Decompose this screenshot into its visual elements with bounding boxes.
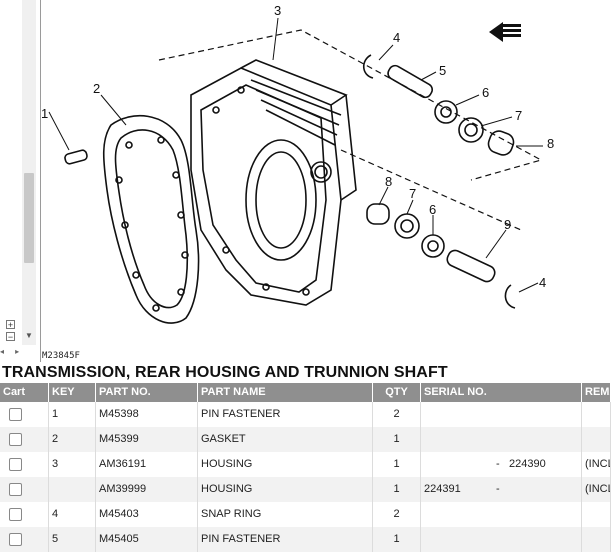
add-to-cart-checkbox[interactable]: [9, 507, 22, 521]
tree-collapse-icon[interactable]: −: [6, 332, 15, 342]
cart-cell: [0, 477, 49, 502]
callout-1: 1: [41, 106, 48, 121]
key-cell: 2: [49, 427, 96, 452]
horizontal-scroll-arrows-icon[interactable]: ◂ ▸: [0, 347, 20, 356]
callout-7-bottom: 7: [409, 186, 416, 201]
callout-4-top: 4: [393, 30, 400, 45]
serial-cell: [421, 527, 582, 552]
cart-cell: [0, 452, 49, 477]
callout-5: 5: [439, 63, 446, 78]
part-no-cell[interactable]: AM39999: [96, 477, 198, 502]
tree-panel: ▼ + − ◂ ▸: [0, 0, 41, 362]
add-to-cart-checkbox[interactable]: [9, 482, 22, 496]
table-row: 1 M45398 PIN FASTENER 2: [0, 402, 611, 427]
qty-cell: 1: [373, 452, 421, 477]
header-remarks[interactable]: REMA: [582, 383, 611, 402]
table-row: AM39999 HOUSING 1 224391 - (INCL: [0, 477, 611, 502]
add-to-cart-checkbox[interactable]: [9, 457, 22, 471]
table-row: 2 M45399 GASKET 1: [0, 427, 611, 452]
serial-cell: - 224390: [421, 452, 582, 477]
header-serial-no[interactable]: SERIAL NO.: [421, 383, 582, 402]
qty-cell: 1: [373, 427, 421, 452]
part-no-cell[interactable]: AM36191: [96, 452, 198, 477]
header-cart[interactable]: Cart: [0, 383, 49, 402]
remarks-cell: [582, 502, 611, 527]
callout-2: 2: [93, 81, 100, 96]
table-header: Cart KEY PART NO. PART NAME QTY SERIAL N…: [0, 383, 611, 402]
cart-cell: [0, 402, 49, 427]
serial-cell: [421, 427, 582, 452]
callout-3: 3: [274, 3, 281, 18]
serial-cell: 224391 -: [421, 477, 582, 502]
key-cell: 1: [49, 402, 96, 427]
scrollbar-thumb[interactable]: [24, 173, 34, 263]
serial-dash: -: [496, 483, 500, 495]
add-to-cart-checkbox[interactable]: [9, 432, 22, 446]
key-cell: 5: [49, 527, 96, 552]
callout-6-bottom: 6: [429, 202, 436, 217]
header-part-name[interactable]: PART NAME: [198, 383, 373, 402]
header-qty[interactable]: QTY: [373, 383, 421, 402]
qty-cell: 1: [373, 477, 421, 502]
scroll-down-arrow-icon[interactable]: ▼: [25, 331, 33, 340]
serial-cell: [421, 502, 582, 527]
cart-cell: [0, 427, 49, 452]
remarks-cell: [582, 527, 611, 552]
cart-cell: [0, 527, 49, 552]
table-row: 5 M45405 PIN FASTENER 1: [0, 527, 611, 552]
remarks-cell: (INCL: [582, 452, 611, 477]
add-to-cart-checkbox[interactable]: [9, 407, 22, 421]
qty-cell: 1: [373, 527, 421, 552]
key-cell: 3: [49, 452, 96, 477]
serial-cell: [421, 402, 582, 427]
part-no-cell[interactable]: M45399: [96, 427, 198, 452]
serial-to: 224390: [509, 458, 546, 470]
remarks-cell: (INCL: [582, 477, 611, 502]
part-name-cell: SNAP RING: [198, 502, 373, 527]
key-cell: [49, 477, 96, 502]
part-name-cell: PIN FASTENER: [198, 402, 373, 427]
callout-7-top: 7: [515, 108, 522, 123]
serial-from: 224391: [424, 483, 461, 495]
header-part-no[interactable]: PART NO.: [96, 383, 198, 402]
part-no-cell[interactable]: M45403: [96, 502, 198, 527]
callout-9: 9: [504, 217, 511, 232]
remarks-cell: [582, 402, 611, 427]
callout-8-top: 8: [547, 136, 554, 151]
callout-8-bottom: 8: [385, 174, 392, 189]
part-name-cell: GASKET: [198, 427, 373, 452]
qty-cell: 2: [373, 502, 421, 527]
part-name-cell: HOUSING: [198, 477, 373, 502]
callout-6-top: 6: [482, 85, 489, 100]
parts-diagram: 1 2 3 4 5 6 7 8 8 7 6 9 4: [41, 0, 611, 362]
key-cell: 4: [49, 502, 96, 527]
figure-id: M23845F: [42, 351, 80, 361]
direction-arrow-icon: [489, 22, 521, 42]
callout-4-bottom: 4: [539, 275, 546, 290]
part-no-cell[interactable]: M45405: [96, 527, 198, 552]
parts-table: Cart KEY PART NO. PART NAME QTY SERIAL N…: [0, 383, 611, 552]
qty-cell: 2: [373, 402, 421, 427]
part-no-cell[interactable]: M45398: [96, 402, 198, 427]
table-row: 4 M45403 SNAP RING 2: [0, 502, 611, 527]
add-to-cart-checkbox[interactable]: [9, 532, 22, 546]
serial-dash: -: [496, 458, 500, 470]
table-row: 3 AM36191 HOUSING 1 - 224390 (INCL: [0, 452, 611, 477]
tree-expand-icon[interactable]: +: [6, 320, 15, 330]
page-title: TRANSMISSION, REAR HOUSING AND TRUNNION …: [2, 364, 448, 381]
remarks-cell: [582, 427, 611, 452]
part-name-cell: HOUSING: [198, 452, 373, 477]
cart-cell: [0, 502, 49, 527]
header-key[interactable]: KEY: [49, 383, 96, 402]
part-name-cell: PIN FASTENER: [198, 527, 373, 552]
exploded-view-drawing: 1 2 3 4 5 6 7 8 8 7 6 9 4: [41, 3, 554, 324]
